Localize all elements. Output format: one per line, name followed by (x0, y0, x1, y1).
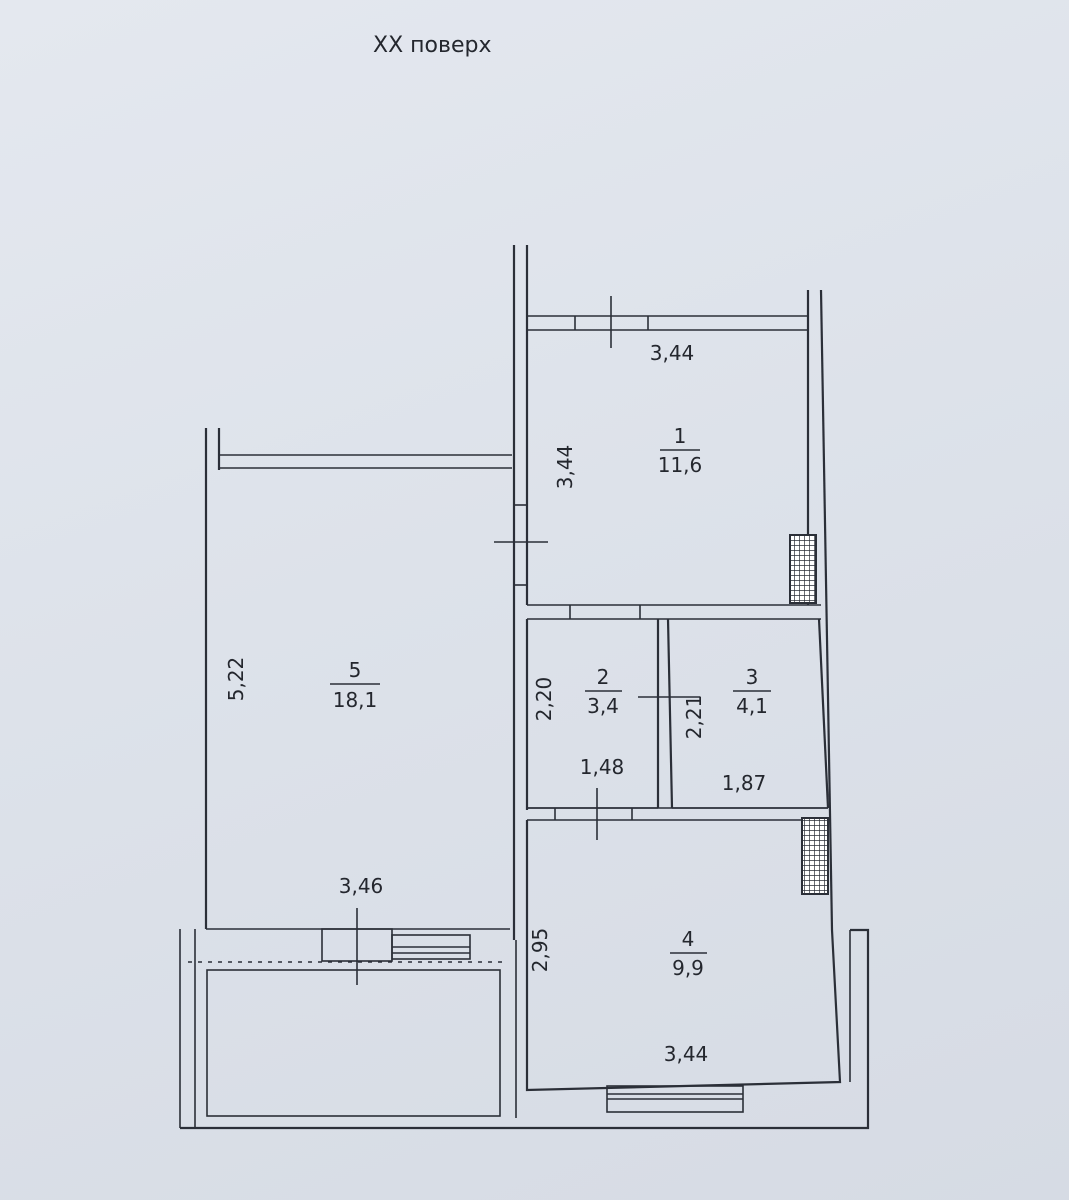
room-3-number: 3 (746, 665, 759, 689)
dim-room1-width: 3,44 (650, 341, 695, 365)
dim-room3-width: 1,87 (722, 771, 767, 795)
dim-room2-height: 2,20 (532, 677, 556, 722)
room-5-walls (204, 245, 548, 940)
balcony-opening (179, 908, 505, 1128)
dim-room4-width: 3,44 (664, 1042, 709, 1066)
room-3-area: 4,1 (736, 694, 768, 718)
room-1-area: 11,6 (658, 453, 703, 477)
floor-title: XX поверх (373, 33, 491, 58)
room-4-area: 9,9 (672, 956, 704, 980)
room-5-label: 5 18,1 (330, 658, 380, 712)
room-4-label: 4 9,9 (670, 927, 707, 980)
room-1-number: 1 (674, 424, 687, 448)
room-1-label: 1 11,6 (658, 424, 703, 477)
ventilation-shaft-1 (789, 534, 817, 604)
room-4-walls (515, 788, 851, 1118)
room-2-area: 3,4 (587, 694, 619, 718)
ventilation-shaft-2 (801, 817, 829, 895)
dim-room2-width: 1,48 (580, 755, 625, 779)
room-3-label: 3 4,1 (733, 665, 771, 718)
room-2-number: 2 (597, 665, 610, 689)
dim-room1-height: 3,44 (553, 445, 577, 490)
dim-room5-height: 5,22 (224, 657, 248, 702)
room-1-walls (527, 289, 834, 931)
room-5-number: 5 (349, 658, 362, 682)
room-5-area: 18,1 (333, 688, 378, 712)
dim-room3-height: 2,21 (682, 695, 706, 740)
room-2-label: 2 3,4 (585, 665, 622, 718)
dim-room4-height: 2,95 (528, 928, 552, 973)
balcony (180, 928, 870, 1130)
dim-room5-width: 3,46 (339, 874, 384, 898)
room-4-number: 4 (682, 927, 695, 951)
